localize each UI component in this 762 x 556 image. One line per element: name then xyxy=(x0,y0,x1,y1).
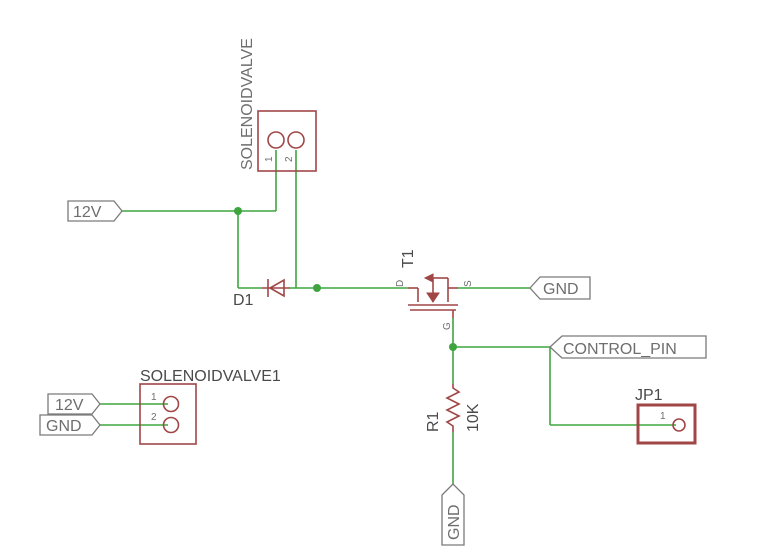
resistor-name: R1 xyxy=(425,411,442,432)
solenoid1-pin1-label: 1 xyxy=(151,392,157,403)
flag-gnd-right-label: GND xyxy=(543,281,579,298)
diode-d1: D1 xyxy=(233,278,290,309)
jumper-pin-label: 1 xyxy=(660,411,666,422)
junction-gate xyxy=(449,343,457,351)
net-flag-gnd-left: GND xyxy=(39,414,101,436)
solenoid-valve-part: SOLENOIDVALVE 1 2 xyxy=(239,38,317,172)
resistor-value: 10K xyxy=(465,403,482,432)
jumper-jp1: JP1 1 xyxy=(635,387,697,445)
solenoid-pin1-label: 1 xyxy=(264,156,275,162)
solenoid-valve1-part: SOLENOIDVALVE1 1 2 xyxy=(139,368,281,445)
junction-12v xyxy=(234,207,242,215)
solenoid1-pin2-label: 2 xyxy=(151,412,157,423)
flag-gnd-left-label: GND xyxy=(46,418,82,435)
net-flag-gnd-right: GND xyxy=(529,276,591,300)
solenoid-name: SOLENOIDVALVE xyxy=(239,38,256,170)
transistor-pin-d: D xyxy=(395,280,406,287)
jumper-name: JP1 xyxy=(635,387,663,404)
transistor-name: T1 xyxy=(400,249,417,268)
flag-gnd-bottom-label: GND xyxy=(446,504,463,540)
solenoid1-name: SOLENOIDVALVE1 xyxy=(140,368,281,385)
flag-control-pin-label: CONTROL_PIN xyxy=(563,341,677,358)
flag-12v-top-label: 12V xyxy=(73,204,102,221)
net-flag-gnd-bottom: GND xyxy=(441,483,465,546)
transistor-pin-s: S xyxy=(463,280,474,287)
diode-name: D1 xyxy=(233,292,254,309)
flag-12v-bottom-label: 12V xyxy=(55,397,84,414)
wires xyxy=(100,150,676,484)
solenoid-pin2-label: 2 xyxy=(284,156,295,162)
transistor-pin-g: G xyxy=(442,322,453,330)
mosfet-t1: T1 D S G xyxy=(395,249,474,330)
net-flag-control-pin: CONTROL_PIN xyxy=(549,335,707,359)
net-flag-12v-top: 12V xyxy=(67,200,123,222)
junction-drain xyxy=(313,284,321,292)
resistor-r1: R1 10K xyxy=(425,384,482,432)
net-flag-12v-bottom: 12V xyxy=(47,393,101,415)
